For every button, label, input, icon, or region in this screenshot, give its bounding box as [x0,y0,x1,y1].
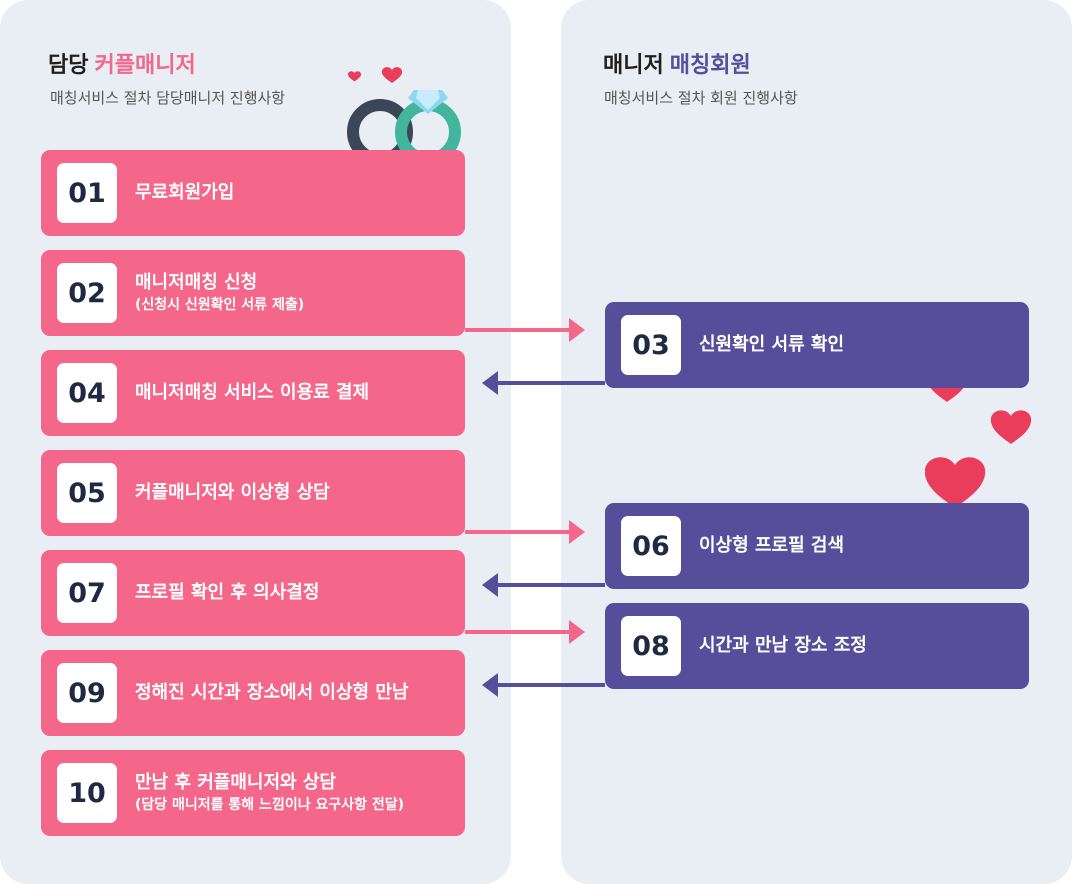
arrow-05-to-06 [465,520,585,544]
step-01: 01 무료회원가입 [41,150,465,236]
step-08: 08 시간과 만남 장소 조정 [605,603,1029,689]
step-label: 매니저매칭 신청 [135,272,258,293]
step-label: 커플매니저와 이상형 상담 [135,482,330,503]
step-number: 04 [57,363,117,423]
step-09: 09 정해진 시간과 장소에서 이상형 만남 [41,650,465,736]
step-label: 무료회원가입 [135,182,235,203]
arrow-07-to-08 [465,620,585,644]
member-title-main: 매니저 [603,53,664,78]
step-05: 05 커플매니저와 이상형 상담 [41,450,465,536]
step-number: 09 [57,663,117,723]
step-label: 신원확인 서류 확인 [699,334,845,355]
step-06: 06 이상형 프로필 검색 [605,503,1029,589]
arrow-03-to-04 [482,371,605,395]
step-label: 프로필 확인 후 의사결정 [135,582,320,603]
step-label: 이상형 프로필 검색 [699,535,845,556]
step-number: 02 [57,263,117,323]
step-10: 10 만남 후 커플매니저와 상담 (담당 매니저를 통해 느낌이나 요구사항 … [41,750,465,836]
manager-title-main: 담당 [48,53,89,78]
step-number: 05 [57,463,117,523]
step-number: 01 [57,163,117,223]
step-label: 시간과 만남 장소 조정 [699,635,867,656]
step-number: 07 [57,563,117,623]
step-02: 02 매니저매칭 신청 (신청시 신원확인 서류 제출) [41,250,465,336]
step-label: 정해진 시간과 장소에서 이상형 만남 [135,682,409,703]
step-label: 매니저매칭 서비스 이용료 결제 [135,382,370,403]
step-sublabel: (담당 매니저를 통해 느낌이나 요구사항 전달) [135,797,405,813]
step-03: 03 신원확인 서류 확인 [605,302,1029,388]
manager-panel-subtitle: 매칭서비스 절차 담당매니저 진행사항 [50,89,286,107]
step-number: 06 [621,516,681,576]
step-number: 08 [621,616,681,676]
step-sublabel: (신청시 신원확인 서류 제출) [135,297,305,313]
step-number: 10 [57,763,117,823]
step-07: 07 프로필 확인 후 의사결정 [41,550,465,636]
step-04: 04 매니저매칭 서비스 이용료 결제 [41,350,465,436]
arrow-02-to-03 [465,318,585,342]
member-title-accent: 매칭회원 [669,53,751,78]
manager-title-accent: 커플매니저 [94,53,196,78]
arrow-06-to-07 [482,573,605,597]
step-number: 03 [621,315,681,375]
arrow-08-to-09 [482,673,605,697]
member-panel-subtitle: 매칭서비스 절차 회원 진행사항 [604,89,798,107]
step-label: 만남 후 커플매니저와 상담 [135,772,336,793]
